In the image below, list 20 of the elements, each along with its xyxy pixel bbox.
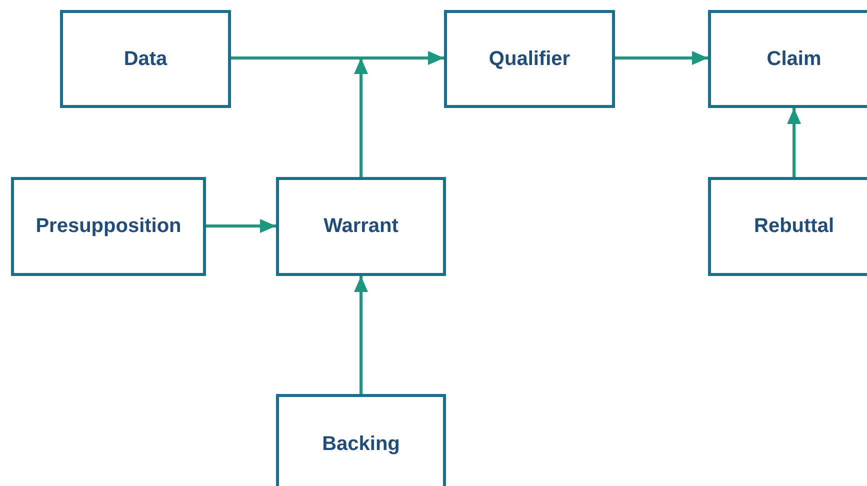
- box: [276, 177, 446, 276]
- box: [276, 394, 446, 486]
- box: [708, 177, 867, 276]
- node-label: Rebuttal: [754, 215, 834, 238]
- node-label: Backing: [322, 432, 400, 456]
- box: [60, 10, 231, 108]
- arrow: [206, 219, 276, 233]
- arrow: [354, 276, 368, 394]
- node-label: Data: [124, 48, 168, 70]
- arrow: [231, 51, 444, 65]
- arrow: [354, 58, 368, 177]
- node-label: Warrant: [324, 215, 398, 238]
- box: [708, 10, 867, 108]
- node-label: Qualifier: [488, 48, 570, 70]
- arrow: [787, 108, 801, 177]
- node-label: Presupposition: [36, 215, 182, 238]
- box: [444, 10, 615, 108]
- box: [11, 177, 206, 276]
- arrow: [615, 51, 708, 65]
- node-label: Claim: [766, 48, 822, 70]
